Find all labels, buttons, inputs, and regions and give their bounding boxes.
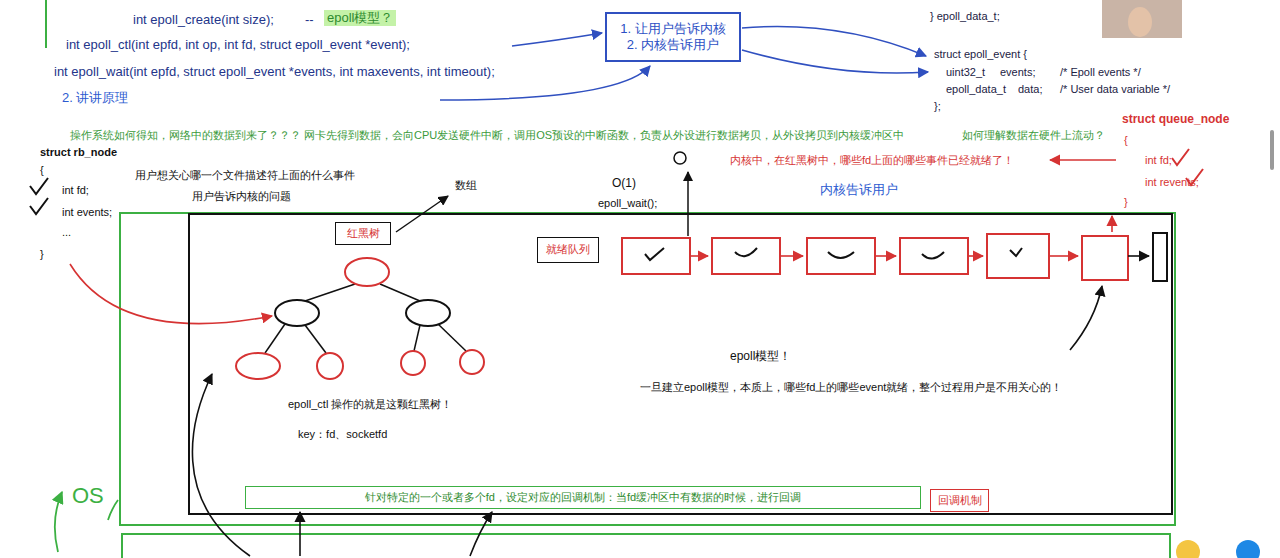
- note-text: 内核告诉用户: [820, 182, 898, 198]
- struct-field: int fd;: [1145, 154, 1172, 168]
- struct-name: struct queue_node: [1122, 112, 1229, 127]
- black-arrow: [192, 374, 250, 556]
- note-text: 内核中，在红黑树中，哪些fd上面的哪些事件已经就绪了！: [730, 154, 1014, 168]
- code-line: int epoll_ctl(int epfd, int op, int fd, …: [66, 37, 410, 53]
- handwritten-note: OS: [72, 482, 104, 510]
- tree-label-box: 红黑树: [335, 222, 391, 245]
- explanation-note: 操作系统如何得知，网络中的数据到来了？？？ 网卡先得到数据，会向CPU发送硬件中…: [70, 129, 904, 143]
- green-arrow: [55, 492, 62, 552]
- struct-field: int revents;: [1145, 176, 1199, 190]
- node-text: 1. 让用户告诉内核: [620, 21, 725, 37]
- note-text: 用户想关心哪一个文件描述符上面的什么事件: [135, 169, 355, 183]
- node-text: key：fd、socketfd: [298, 428, 387, 442]
- queue-label-box: 就绪队列: [537, 237, 599, 263]
- red-black-tree: [236, 258, 484, 379]
- green-stroke: [108, 500, 118, 520]
- red-arrow: [70, 264, 272, 324]
- blue-arrow: [742, 27, 926, 56]
- blue-arrow: [512, 33, 602, 46]
- section-heading: 2. 讲讲原理: [62, 90, 128, 106]
- red-arrow: [1111, 216, 1113, 232]
- red-arrow: [1050, 159, 1116, 161]
- check-mark: [30, 198, 48, 214]
- webcam-face: [1128, 7, 1152, 37]
- outer-frame: [120, 213, 1175, 525]
- note-text: 数组: [455, 179, 477, 193]
- complexity-note: O(1): [612, 176, 636, 191]
- scrollbar: [1270, 130, 1274, 170]
- black-arrow: [470, 512, 492, 556]
- node-text: 2. 内核告诉用户: [627, 37, 719, 53]
- node-text: 红黑树: [347, 227, 380, 241]
- brace: {: [1124, 134, 1128, 148]
- brace: {: [40, 164, 44, 178]
- check-mark: [30, 178, 48, 194]
- code-token: uint32_t: [946, 66, 985, 80]
- struct-name: struct rb_node: [40, 146, 117, 160]
- wait-arrow: [687, 172, 689, 236]
- black-arrow: [299, 512, 301, 556]
- code-line: int epoll_wait(int epfd, struct epoll_ev…: [54, 64, 495, 80]
- epoll-model-box: epoll_ctl 操作的就是这颗红黑树！ key：fd、socketfd epol…: [188, 213, 1173, 515]
- concept-box: 1. 让用户告诉内核2. 内核告诉用户: [605, 12, 741, 62]
- ready-queue: [622, 233, 1167, 281]
- check-mark: [1172, 149, 1189, 165]
- margin-line: [45, 0, 47, 48]
- node-text: 针对特定的一个或者多个fd，设定对应的回调机制：当fd缓冲区中有数据的时候，进行…: [365, 491, 801, 505]
- node-text: 一旦建立epoll模型，本质上，哪些fd上的哪些event就绪，整个过程用户是不…: [640, 381, 1062, 395]
- code-line: epoll_wait();: [598, 197, 657, 211]
- ellipsis: ...: [62, 226, 71, 240]
- code-line: };: [934, 100, 941, 114]
- node-text: epoll_ctl 操作的就是这颗红黑树！: [288, 398, 452, 412]
- black-arrow: [1070, 286, 1102, 350]
- node-text: 就绪队列: [546, 243, 590, 257]
- lower-frame: [122, 534, 1170, 558]
- code-line: int epoll_create(int size);: [133, 12, 274, 28]
- node-text: 回调机制: [938, 494, 982, 508]
- brace: }: [1124, 196, 1128, 210]
- struct-field: int fd;: [62, 184, 89, 198]
- code-line: } epoll_data_t;: [930, 10, 1000, 24]
- scribble: [674, 152, 686, 164]
- brace: }: [40, 248, 44, 262]
- chat-icon: [1236, 540, 1260, 558]
- webcam-frame: [1102, 0, 1182, 38]
- note-text: 用户告诉内核的问题: [192, 190, 291, 204]
- dash-mark: --: [305, 12, 314, 28]
- code-comment: /* User data variable */: [1060, 83, 1170, 97]
- hand-icon: [1176, 540, 1200, 558]
- code-token: events;: [1000, 66, 1035, 80]
- code-line: struct epoll_event {: [934, 48, 1027, 62]
- node-text: epoll模型！: [730, 349, 791, 364]
- highlight-note: epoll模型？: [324, 10, 396, 26]
- struct-field: int events;: [62, 206, 112, 220]
- code-token: data;: [1018, 83, 1042, 97]
- blue-arrow: [742, 50, 928, 73]
- code-token: epoll_data_t: [946, 83, 1006, 97]
- callback-band: 针对特定的一个或者多个fd，设定对应的回调机制：当fd缓冲区中有数据的时候，进行…: [245, 486, 921, 509]
- question-note: 如何理解数据在硬件上流动？: [962, 129, 1105, 143]
- code-comment: /* Epoll events */: [1060, 66, 1141, 80]
- callback-tag: 回调机制: [930, 489, 989, 512]
